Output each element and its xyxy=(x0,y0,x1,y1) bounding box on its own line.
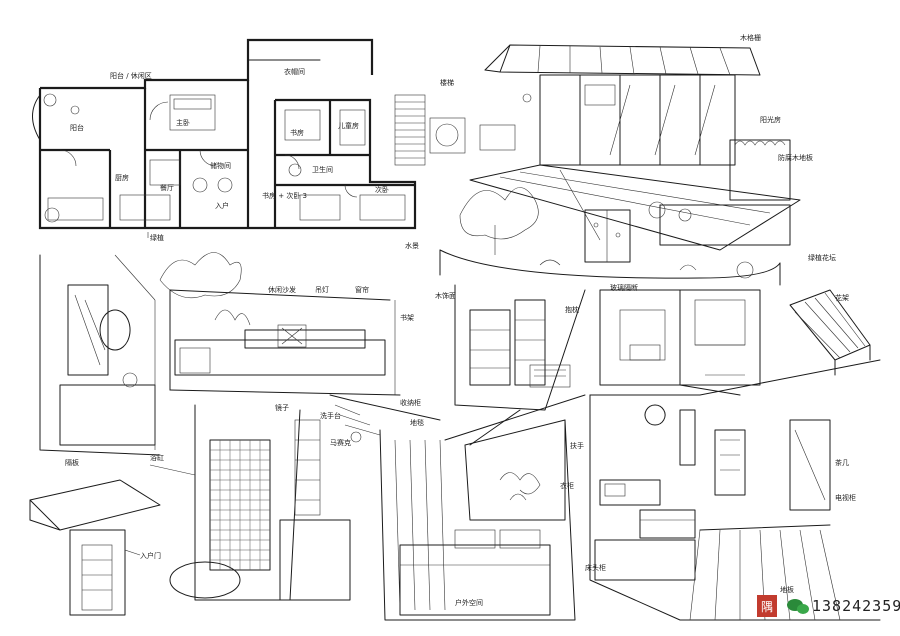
callout-c21: 茶几 xyxy=(835,458,849,467)
callout-c24: 隔板 xyxy=(65,458,79,467)
callout-c5: 休闲沙发 xyxy=(268,285,296,294)
dressing-room-sketch xyxy=(599,289,761,396)
callout-c14: 玻璃隔断 xyxy=(610,283,638,292)
callout-c18: 马赛克 xyxy=(330,438,351,447)
bathroom-sketch xyxy=(149,404,351,601)
callout-c11: 抱枕 xyxy=(565,305,579,314)
plan-label-balcony: 阳台 xyxy=(70,123,84,132)
callout-c26: 花架 xyxy=(835,293,849,302)
plan-label-study: 书房 xyxy=(290,128,304,137)
plan-label-guest: 次卧 xyxy=(375,185,389,194)
callout-c9: 收纳柜 xyxy=(400,398,421,407)
seal-stamp xyxy=(757,595,777,617)
callout-c13: 水景 xyxy=(405,241,419,250)
callout-c1: 木格栅 xyxy=(740,33,761,42)
plan-stair xyxy=(394,94,466,166)
stair-hall-sketch xyxy=(329,394,441,443)
callouts: 木格栅 阳光房 防腐木地板 绿植花坛 休闲沙发 吊灯 窗帘 书架 收纳柜 木饰面… xyxy=(65,33,856,607)
callout-c7: 窗帘 xyxy=(355,285,369,294)
plan-label-note-a: 阳台 / 休闲区 xyxy=(110,71,152,80)
wechat-icon xyxy=(787,599,809,614)
callout-c25: 扶手 xyxy=(570,441,584,450)
seal-char: 隅 xyxy=(761,600,773,614)
mirror-wall-sketch xyxy=(39,254,161,456)
callout-c4: 绿植花坛 xyxy=(808,253,836,262)
phone-number: 13824235983 xyxy=(812,597,900,615)
plan-label-plant: 绿植 xyxy=(150,233,164,242)
callout-c2: 阳光房 xyxy=(760,115,781,124)
callout-c20: 衣柜 xyxy=(560,481,574,490)
balcony-lounge-sketch xyxy=(159,252,401,396)
terrace-sketch xyxy=(439,44,801,286)
callout-c15: 洗手台 xyxy=(320,411,341,420)
floor-plan: 主卧 书房 餐厅 厨房 阳台 入户 卫生间 次卧 衣帽间 书房 + 次卧 3 阳… xyxy=(32,38,466,242)
plan-label-kid-room: 儿童房 xyxy=(338,121,359,130)
callout-c23: 地板 xyxy=(780,585,794,594)
plan-label-closet: 衣帽间 xyxy=(284,67,305,76)
callout-c3: 防腐木地板 xyxy=(778,153,813,162)
callout-c22: 电视柜 xyxy=(835,493,856,502)
lounger-sketch xyxy=(789,289,871,376)
bedroom-sketch xyxy=(379,409,576,621)
plan-label-storage: 储物间 xyxy=(210,161,231,170)
plan-label-stair: 楼梯 xyxy=(440,78,454,87)
study-sketch xyxy=(444,284,586,441)
callout-c12: 地毯 xyxy=(410,418,424,427)
callout-c27: 入户门 xyxy=(140,551,161,560)
callout-c16: 镜子 xyxy=(275,403,289,412)
plan-label-bedroom-main: 主卧 xyxy=(176,118,190,127)
plan-label-note-b: 书房 + 次卧 3 xyxy=(262,191,307,200)
callout-c8: 书架 xyxy=(400,313,414,322)
plan-label-bath: 卫生间 xyxy=(312,165,333,174)
callout-c6: 吊灯 xyxy=(315,285,329,294)
entry-cabinet-sketch xyxy=(29,479,161,616)
plan-label-entry: 入户 xyxy=(215,201,229,210)
callout-c17: 浴缸 xyxy=(150,453,164,462)
plan-label-kitchen: 厨房 xyxy=(115,173,129,182)
living-room-sketch xyxy=(589,359,881,621)
plan-label-dining: 餐厅 xyxy=(160,183,174,192)
callout-c28: 户外空间 xyxy=(455,598,483,607)
callout-c10: 木饰面 xyxy=(435,291,456,300)
signature-block: 隅 13824235983 xyxy=(757,595,900,617)
callout-c19: 床头柜 xyxy=(585,563,606,572)
